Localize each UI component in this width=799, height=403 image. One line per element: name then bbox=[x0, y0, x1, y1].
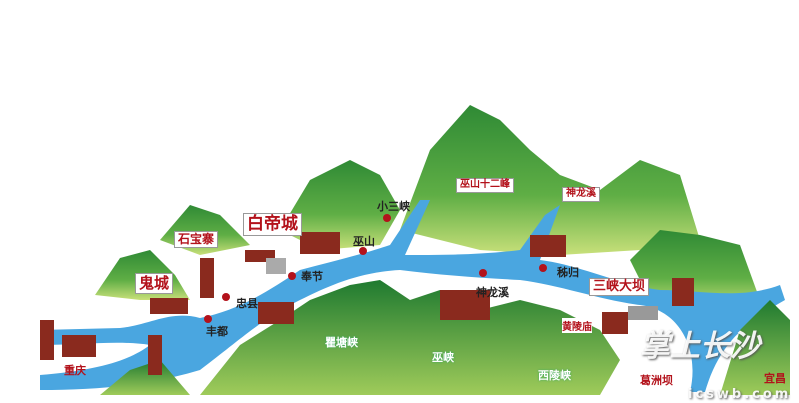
label-wu-gorge: 巫峡 bbox=[432, 351, 454, 364]
temple-icon bbox=[300, 232, 340, 254]
label-gezhouba: 葛洲坝 bbox=[640, 372, 673, 388]
temple-icon bbox=[440, 290, 490, 320]
dam-icon bbox=[628, 306, 658, 320]
temple-icon bbox=[530, 235, 566, 257]
pagoda-icon bbox=[200, 258, 214, 298]
back-mountains bbox=[95, 105, 760, 310]
yangtze-river bbox=[40, 200, 785, 392]
town-dot bbox=[222, 293, 230, 301]
temple-icon bbox=[62, 335, 96, 357]
label-qutang-gorge: 瞿塘峡 bbox=[325, 336, 358, 349]
label-wushan: 巫山 bbox=[353, 235, 375, 248]
pagodas bbox=[40, 232, 694, 375]
watermark-logo: 掌上长沙 bbox=[640, 329, 760, 364]
temple-icon bbox=[258, 302, 294, 324]
temple-icon bbox=[150, 298, 188, 314]
pagoda-icon bbox=[672, 278, 694, 306]
front-mountains bbox=[100, 280, 790, 395]
label-zhongxian: 忠县 bbox=[236, 297, 258, 310]
town-dot bbox=[479, 269, 487, 277]
town-dot bbox=[383, 214, 391, 222]
label-chongqing: 重庆 bbox=[64, 364, 86, 377]
temple-icon bbox=[602, 312, 628, 334]
label-wushan-12-peaks: 巫山十二峰 bbox=[456, 178, 514, 193]
city-gate-icon bbox=[266, 258, 286, 274]
town-dot bbox=[288, 272, 296, 280]
label-zigui: 秭归 bbox=[557, 266, 579, 279]
pagoda-icon bbox=[40, 320, 54, 360]
label-guicheng: 鬼城 bbox=[135, 273, 174, 294]
watermark-url: icswb.com bbox=[688, 387, 792, 402]
label-fengjie: 奉节 bbox=[301, 270, 323, 283]
label-shenlongxi-top: 神龙溪 bbox=[562, 187, 600, 202]
label-xiling-gorge: 西陵峡 bbox=[538, 369, 571, 382]
town-dot bbox=[359, 247, 367, 255]
pagoda-icon bbox=[148, 335, 162, 375]
label-fengdu: 丰都 bbox=[206, 325, 228, 338]
label-sanxia-daba: 三峡大坝 bbox=[589, 278, 650, 297]
label-yichang: 宜昌 bbox=[764, 372, 786, 385]
town-dot bbox=[539, 264, 547, 272]
label-shenlongxi: 神龙溪 bbox=[476, 286, 509, 299]
label-baidicheng: 白帝城 bbox=[243, 213, 302, 237]
town-dot bbox=[204, 315, 212, 323]
label-huanglingmiao: 黄陵庙 bbox=[562, 318, 592, 333]
label-xiaosanxia: 小三峡 bbox=[377, 200, 410, 213]
label-shibaozhai: 石宝寨 bbox=[174, 231, 219, 248]
